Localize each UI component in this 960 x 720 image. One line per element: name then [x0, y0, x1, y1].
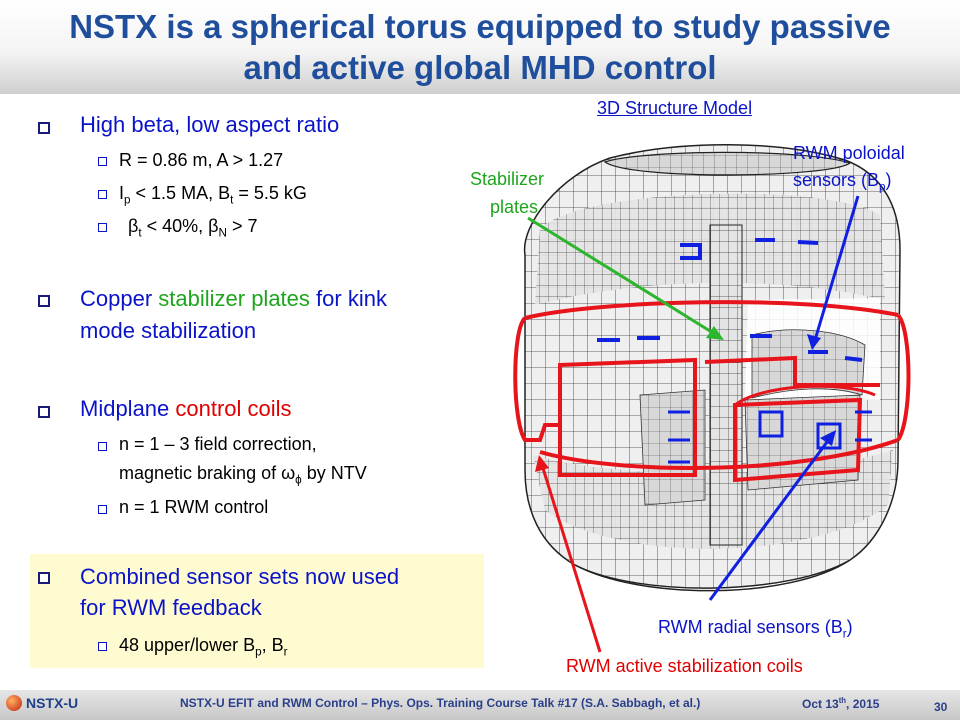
sub-p: p: [124, 193, 131, 207]
rwm-coil-left: [513, 316, 560, 442]
label-poloidal-line2: sensors (Bp): [793, 168, 892, 200]
poloidal-sensors-upper: [597, 238, 863, 362]
arrow-coils-head: [535, 455, 549, 472]
rwm-coil-arc: [734, 384, 876, 407]
text-close-paren: ): [846, 617, 853, 637]
arrow-stabilizer: [527, 216, 719, 338]
text-sensors-b: sensors (B: [793, 170, 880, 190]
text-stabilizer-plates: stabilizer plates: [158, 286, 310, 311]
checkbox-bullet-icon: [38, 572, 50, 584]
checkbox-subbullet-icon: [98, 642, 107, 651]
bullet-combined-sensors: Combined sensor sets now used: [80, 564, 400, 589]
rwm-coil-top: [524, 300, 899, 320]
bullet-midplane-coils: Midplane control coils: [80, 395, 292, 423]
radial-sensors: [668, 410, 872, 464]
rwm-coil-bottom: [539, 438, 899, 470]
center-column: [709, 224, 743, 546]
nstx-logo-icon: [6, 695, 22, 711]
sub-p: p: [255, 645, 262, 659]
text-ntv: by NTV: [301, 463, 367, 483]
rwm-coil-front: [558, 357, 697, 477]
omega-symbol: ω: [281, 463, 296, 483]
phi-symbol: ϕ: [295, 473, 302, 487]
subbullet-rwm-control: n = 1 RWM control: [119, 497, 269, 517]
checkbox-bullet-icon: [38, 406, 50, 418]
subbullet-beta: βt < 40%, βN > 7: [128, 214, 258, 246]
nstx-logo-text: NSTX-U: [26, 695, 79, 711]
label-stabilizer-line2: plates: [490, 197, 539, 217]
footer-date: Oct 13th, 2015: [802, 696, 879, 711]
text-control-coils: control coils: [175, 396, 292, 421]
slide-title: NSTX is a spherical torus equipped to st…: [0, 6, 960, 88]
footer-date-month: Oct 13: [802, 697, 839, 711]
text-i: I: [119, 183, 125, 203]
checkbox-subbullet-icon: [98, 223, 107, 232]
bullet-copper-plates-line2: mode stabilization: [80, 318, 257, 343]
rwm-coil-mid: [704, 355, 880, 387]
checkbox-subbullet-icon: [98, 442, 107, 451]
label-radial-sensors: RWM radial sensors (Br): [658, 615, 853, 647]
text-comma-b: , B: [261, 635, 284, 655]
slide-title-line1: NSTX is a spherical torus equipped to st…: [69, 8, 891, 45]
subbullet-r-a: R = 0.86 m, A > 1.27: [119, 150, 284, 170]
rwm-coil-inner: [733, 397, 863, 483]
page-number: 30: [934, 700, 948, 714]
arrow-coils: [540, 464, 602, 653]
sub-t: t: [138, 226, 142, 240]
title-bar: [0, 0, 960, 94]
beta-symbol: β: [208, 216, 219, 236]
label-coils: RWM active stabilization coils: [566, 656, 803, 676]
subbullet-field-correction: n = 1 – 3 field correction,: [119, 434, 317, 454]
sub-p: p: [879, 180, 886, 194]
text-for-kink: for kink: [309, 286, 387, 311]
subbullet-current-field: Ip < 1.5 MA, Bt = 5.5 kG: [119, 181, 307, 213]
footer-date-sup: th: [838, 696, 847, 705]
footer-talk-author: (S.A. Sabbagh, et al.): [577, 696, 701, 710]
checkbox-bullet-icon: [38, 122, 50, 134]
label-3d-model: 3D Structure Model: [597, 98, 753, 118]
sub-n: N: [218, 226, 227, 240]
beta-symbol: β: [128, 216, 139, 236]
text-close-paren: ): [885, 170, 892, 190]
cutaway-plates: [751, 329, 866, 399]
arrow-poloidal: [813, 195, 860, 341]
sub-r: r: [283, 645, 288, 659]
text-copper: Copper: [80, 286, 159, 311]
subbullet-braking: magnetic braking of ωϕ by NTV: [119, 461, 367, 493]
text-48-upper-lower: 48 upper/lower B: [119, 635, 256, 655]
text-40: < 40%,: [141, 216, 209, 236]
checkbox-bullet-icon: [38, 295, 50, 307]
bullet-high-beta: High beta, low aspect ratio: [80, 112, 340, 137]
arrow-stabilizer-head: [706, 326, 724, 340]
footer-talk: NSTX-U EFIT and RWM Control – Phys. Ops.…: [180, 696, 700, 710]
sub-r: r: [842, 627, 847, 641]
footer-talk-title: NSTX-U EFIT and RWM Control – Phys. Ops.…: [180, 696, 578, 710]
text-radial-b: RWM radial sensors (B: [658, 617, 843, 637]
arrow-radial: [708, 437, 832, 601]
footer-date-year: , 2015: [846, 697, 880, 711]
arrow-poloidal-head: [807, 334, 821, 350]
nstx-logo: NSTX-U: [6, 693, 88, 715]
slide-title-line2: and active global MHD control: [243, 49, 717, 86]
bullet-copper-plates: Copper stabilizer plates for kink: [80, 285, 387, 313]
sub-t: t: [230, 193, 234, 207]
label-poloidal-line1: RWM poloidal: [793, 143, 905, 163]
checkbox-subbullet-icon: [98, 157, 107, 166]
bullet-combined-sensors-line2: for RWM feedback: [80, 595, 262, 620]
vessel-bottom-rim: [574, 559, 851, 592]
text-kg: = 5.5 kG: [233, 183, 307, 203]
checkbox-subbullet-icon: [98, 190, 107, 199]
text-7: > 7: [226, 216, 258, 236]
rwm-coil-right-outer: [896, 313, 911, 442]
text-ma: < 1.5 MA, B: [130, 183, 231, 203]
text-braking: magnetic braking of: [119, 463, 282, 483]
arrow-radial-head: [820, 430, 836, 446]
vessel-top-cap: [603, 151, 852, 176]
text-midplane: Midplane: [80, 396, 176, 421]
label-stabilizer-line1: Stabilizer: [470, 169, 545, 189]
checkbox-subbullet-icon: [98, 505, 107, 514]
subbullet-48-sensors: 48 upper/lower Bp, Br: [119, 633, 288, 665]
footer-bar: [0, 690, 960, 720]
